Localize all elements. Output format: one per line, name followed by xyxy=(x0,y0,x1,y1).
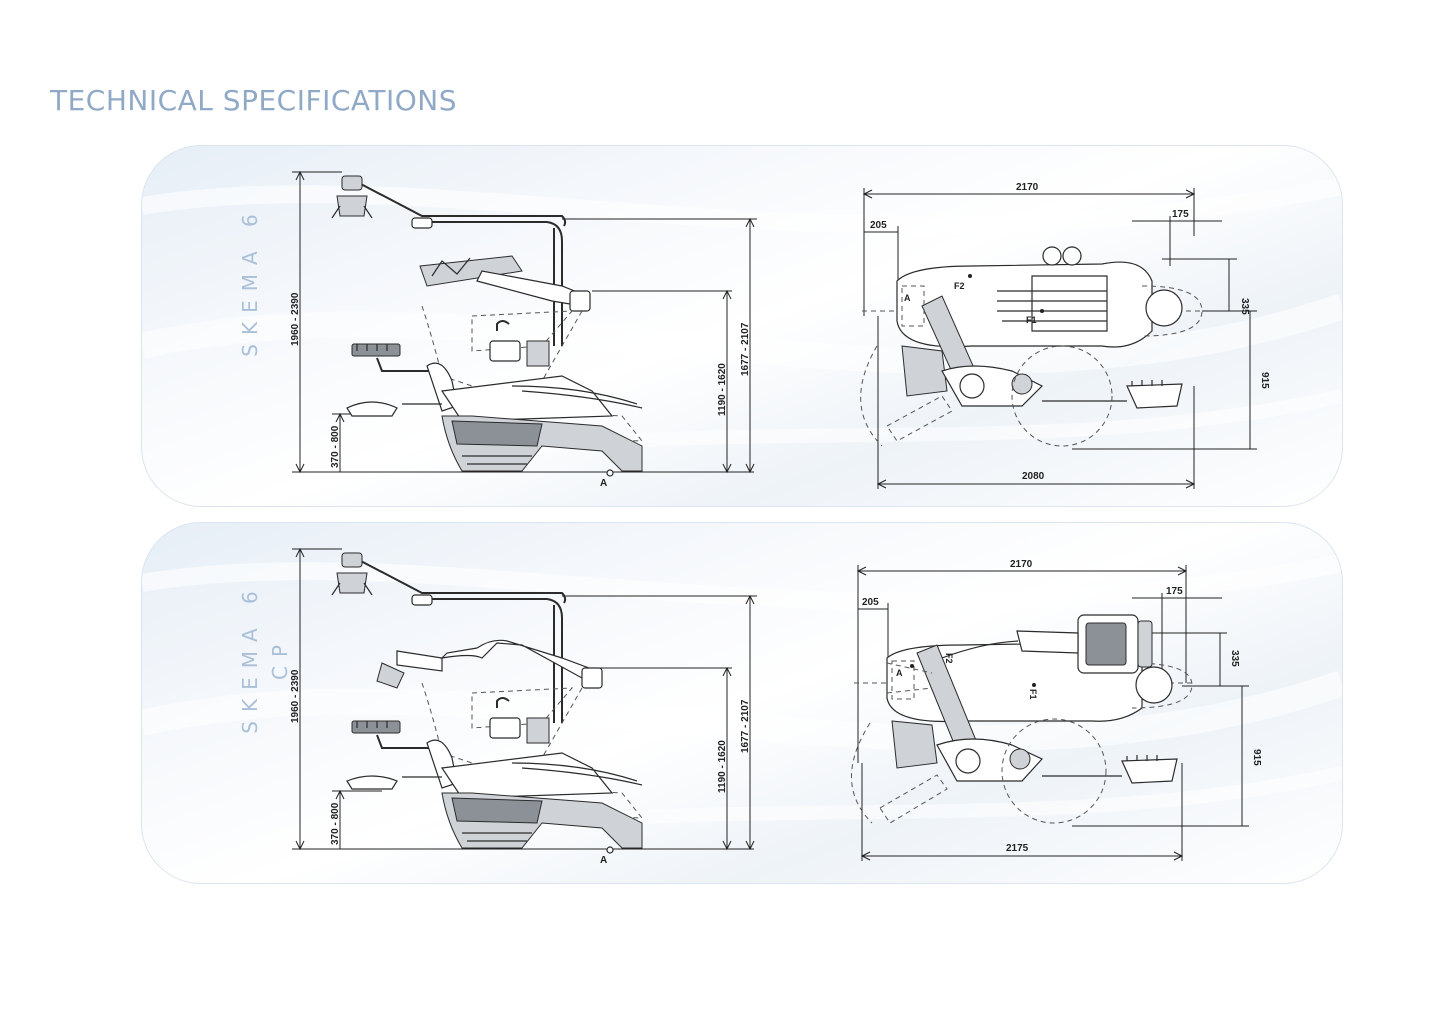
dim-left: 205 xyxy=(870,220,887,231)
dim-side-lower: 915 xyxy=(1251,749,1262,766)
dim-side-upper: 335 xyxy=(1229,650,1240,667)
dim-width-top: 2170 xyxy=(1010,559,1033,570)
top-label-f1: F1 xyxy=(1028,689,1038,700)
top-label-a: A xyxy=(896,668,903,678)
technical-drawing: 1960 - 2390 370 - 800 1190 - 1620 1677 -… xyxy=(290,170,1270,489)
side-marker-a: A xyxy=(600,478,607,489)
dim-lamp-height: 1677 - 2107 xyxy=(740,322,751,376)
spec-panel-skema-6-cp: SKEMA 6 CP 1960 - 2390 370 - 800 1190 - … xyxy=(141,522,1343,884)
page-title: TECHNICAL SPECIFICATIONS xyxy=(50,84,457,117)
spec-panel-skema-6: SKEMA 6 1960 - 2390 370 - 800 1190 - 162… xyxy=(141,145,1343,507)
dim-total-height: 1960 - 2390 xyxy=(290,669,301,723)
dim-seat-height: 370 - 800 xyxy=(330,802,341,845)
dim-left: 205 xyxy=(862,597,879,608)
dim-side-lower: 915 xyxy=(1259,372,1270,389)
panel-background-waves xyxy=(142,554,1342,883)
dim-tray-height: 1190 - 1620 xyxy=(717,363,728,416)
dim-lamp-height: 1677 - 2107 xyxy=(740,699,751,753)
top-view-drawing: 2170 205 175 335 915 2175 xyxy=(851,559,1262,861)
dim-seat-height: 370 - 800 xyxy=(330,425,341,468)
dim-right: 175 xyxy=(1172,209,1189,220)
dim-width-bottom: 2175 xyxy=(1006,843,1029,854)
dim-total-height: 1960 - 2390 xyxy=(290,292,301,346)
dim-width-top: 2170 xyxy=(1016,182,1039,193)
side-marker-a: A xyxy=(600,855,607,866)
dim-width-bottom: 2080 xyxy=(1022,471,1045,482)
top-label-f2: F2 xyxy=(944,653,954,664)
side-view-drawing: 1960 - 2390 370 - 800 1190 - 1620 1677 -… xyxy=(290,547,757,866)
side-view-drawing: 1960 - 2390 370 - 800 1190 - 1620 1677 -… xyxy=(290,170,757,489)
dim-side-upper: 335 xyxy=(1239,298,1250,315)
dim-tray-height: 1190 - 1620 xyxy=(717,740,728,793)
technical-drawing: 1960 - 2390 370 - 800 1190 - 1620 1677 -… xyxy=(290,547,1262,866)
top-label-f1: F1 xyxy=(1026,315,1037,325)
panel-background-waves xyxy=(142,177,1342,506)
top-label-f2: F2 xyxy=(954,281,965,291)
top-view-drawing: 2170 205 175 335 915 2080 xyxy=(860,182,1270,489)
dim-right: 175 xyxy=(1166,586,1183,597)
top-label-a: A xyxy=(904,293,911,303)
